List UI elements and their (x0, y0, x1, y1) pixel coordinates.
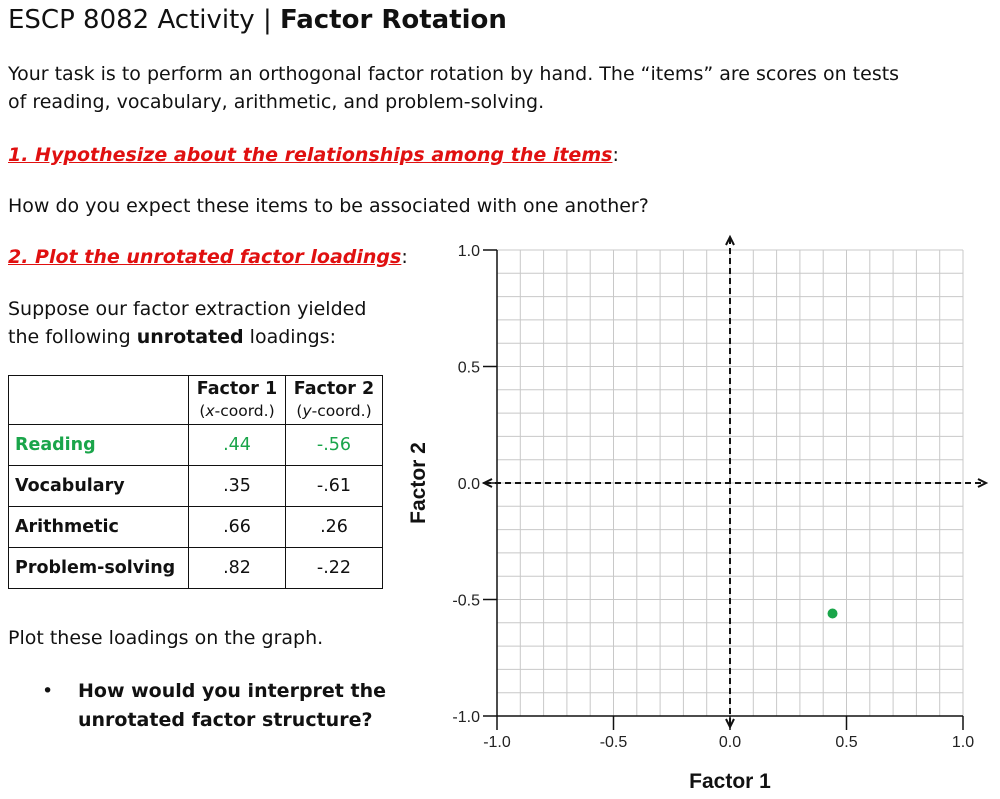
item-name: Arithmetic (8, 506, 189, 548)
factor1-loading: .35 (188, 465, 286, 507)
table-corner-cell (8, 375, 189, 425)
factor2-loading: .26 (285, 506, 383, 548)
table-row: Reading .44 -.56 (8, 424, 383, 466)
y-tick-label: -1.0 (452, 709, 480, 726)
step1-heading: 1. Hypothesize about the relationships a… (8, 144, 619, 166)
y-tick-label: -0.5 (452, 593, 480, 610)
loadings-table: Factor 1(x-coord.) Factor 2(y-coord.) Re… (8, 375, 383, 589)
item-name: Reading (8, 424, 189, 466)
suppose-text: Suppose our factor extraction yielded th… (8, 298, 367, 348)
y-tick-label: 0.0 (458, 476, 480, 493)
y-axis-label: Factor 2 (407, 442, 430, 524)
x-tick-label: -1.0 (483, 734, 511, 751)
bullet-text: How would you interpret the unrotated fa… (78, 680, 386, 731)
plot-instruction: Plot these loadings on the graph. (8, 627, 324, 649)
table-row: Vocabulary .35 -.61 (8, 465, 383, 507)
factor2-header: Factor 2(y-coord.) (285, 375, 383, 425)
question1-text: How do you expect these items to be asso… (8, 195, 649, 217)
data-point (827, 608, 838, 619)
table-row: Arithmetic .66 .26 (8, 506, 383, 548)
x-tick-label: 0.0 (719, 734, 741, 751)
bullet-icon: • (42, 680, 54, 702)
factor1-loading: .66 (188, 506, 286, 548)
arrow-up-icon (725, 234, 735, 246)
arrow-left-icon (481, 478, 493, 488)
arrow-down-icon (725, 718, 735, 730)
y-tick-label: 0.5 (458, 360, 480, 377)
y-tick-label: 1.0 (458, 243, 480, 260)
x-tick-label: 1.0 (952, 734, 974, 751)
intro-text: Your task is to perform an orthogonal fa… (8, 63, 900, 113)
item-name: Problem-solving (8, 547, 189, 589)
step2-heading: 2. Plot the unrotated factor loadings: (8, 246, 408, 268)
x-tick-label: -0.5 (600, 734, 628, 751)
item-name: Vocabulary (8, 465, 189, 507)
factor2-loading: -.56 (285, 424, 383, 466)
page-title: ESCP 8082 Activity | Factor Rotation (8, 5, 507, 35)
table-header-row: Factor 1(x-coord.) Factor 2(y-coord.) (8, 375, 383, 425)
arrow-right-icon (977, 478, 989, 488)
table-row: Problem-solving .82 -.22 (8, 547, 383, 589)
factor2-loading: -.61 (285, 465, 383, 507)
x-tick-label: 0.5 (835, 734, 857, 751)
factor2-loading: -.22 (285, 547, 383, 589)
factor1-header: Factor 1(x-coord.) (188, 375, 286, 425)
x-axis-label: Factor 1 (689, 770, 771, 793)
